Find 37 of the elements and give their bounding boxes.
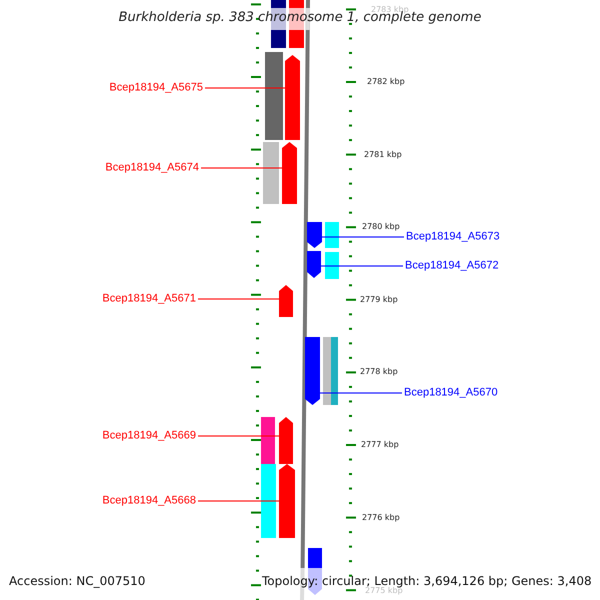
gene-label: Bcep18194_A5668: [102, 496, 196, 506]
scale-label: 2775 kbp: [365, 587, 403, 595]
leader-line: [320, 392, 402, 394]
scale-label: 2780 kbp: [362, 223, 400, 231]
scale-label: 2777 kbp: [361, 441, 399, 449]
gene-bar: [263, 142, 279, 204]
gene-bar: [279, 464, 295, 538]
gene-label: Bcep18194_A5671: [102, 294, 196, 304]
gene-bar: [261, 417, 275, 464]
gene-bar: [265, 52, 283, 140]
gene-label: Bcep18194_A5669: [102, 430, 196, 442]
gene-bar: [279, 285, 293, 317]
leader-line: [322, 236, 404, 238]
genome-info-text: Topology: circular; Length: 3,694,126 bp; Genes: 3,408: [262, 575, 592, 587]
scale-label: 2782 kbp: [367, 78, 405, 86]
gene-bar: [307, 251, 321, 278]
scale-label: 2778 kbp: [360, 368, 398, 376]
accession-text: Accession: NC_007510: [9, 575, 146, 587]
gene-bar: [325, 222, 339, 248]
gene-label: Bcep18194_A5673: [406, 232, 500, 242]
gene-label: Bcep18194_A5674: [105, 162, 199, 174]
gene-bar: [282, 142, 297, 204]
leader-line: [198, 500, 280, 502]
leader-line: [198, 298, 280, 300]
scale-label: 2779 kbp: [360, 296, 398, 304]
gene-bar: [325, 252, 339, 279]
gene-label: Bcep18194_A5675: [109, 82, 203, 94]
gene-bar: [279, 417, 293, 464]
gene-bar: [307, 222, 322, 248]
scale-label: 2781 kbp: [364, 151, 402, 159]
gene-bar: [261, 464, 276, 538]
gene-bar: [305, 337, 320, 405]
gene-label: Bcep18194_A5670: [404, 388, 498, 398]
gene-bar: [323, 337, 338, 405]
gene-label: Bcep18194_A5672: [405, 260, 499, 272]
gene-bar: [285, 55, 300, 140]
scale-label: 2776 kbp: [362, 514, 400, 522]
